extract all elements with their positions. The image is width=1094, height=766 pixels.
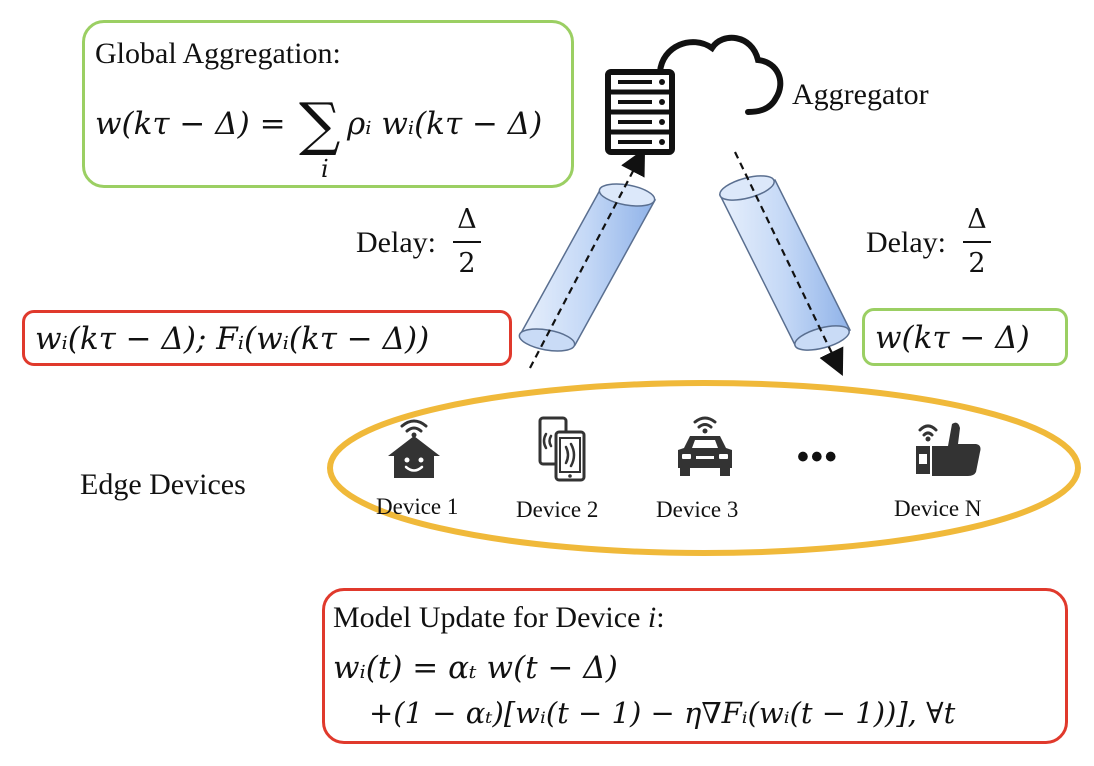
smart-wearable-icon: [916, 422, 981, 476]
more-devices-ellipsis: •••: [797, 438, 839, 476]
device-2-label: Device 2: [516, 497, 599, 522]
model-update-title-prefix: Model Update for Device: [333, 601, 648, 634]
aggregator-label: Aggregator: [792, 78, 929, 111]
delay-right-fraction-bar: [963, 241, 991, 243]
connected-car-icon: [678, 416, 732, 476]
smart-home-icon: [388, 419, 440, 478]
delay-left-denominator: 2: [458, 248, 476, 279]
sum-index: i: [321, 155, 329, 183]
delay-left-numerator: Δ: [457, 204, 477, 235]
download-message-box: w(kτ − Δ): [862, 308, 1068, 366]
download-message-text: w(kτ − Δ): [875, 320, 1030, 356]
global-aggregation-title: Global Aggregation:: [95, 37, 341, 70]
global-aggregation-rhs: ρᵢ wᵢ(kτ − Δ): [347, 106, 543, 142]
upload-arrow: [529, 148, 646, 369]
model-update-box: Model Update for Device i: wᵢ(t) = αₜ w(…: [322, 588, 1068, 744]
device-1-label: Device 1: [376, 494, 459, 519]
global-aggregation-box: Global Aggregation: w(kτ − Δ) = ∑ i ρᵢ w…: [82, 20, 574, 188]
upload-link-pipe: [518, 183, 657, 352]
edge-devices-label: Edge Devices: [80, 468, 246, 501]
model-update-title-suffix: :: [656, 601, 665, 634]
model-update-line-2: +(1 − αₜ)[wᵢ(t − 1) − η∇Fᵢ(wᵢ(t − 1))], …: [369, 696, 956, 730]
upload-message-box: wᵢ(kτ − Δ); Fᵢ(wᵢ(kτ − Δ)): [22, 310, 512, 366]
device-3-label: Device 3: [656, 497, 739, 522]
device-n-label: Device N: [894, 496, 982, 521]
server-cloud-icon: [605, 34, 784, 155]
delay-left-fraction-bar: [453, 241, 481, 243]
download-arrow: [734, 151, 844, 376]
edge-devices-ellipse: [327, 380, 1081, 556]
model-update-title-var: i: [647, 601, 657, 634]
delay-left-label: Delay:: [356, 226, 436, 259]
sum-symbol: ∑: [299, 90, 341, 158]
delay-right-label: Delay:: [866, 226, 946, 259]
delay-right-denominator: 2: [968, 248, 986, 279]
global-aggregation-lhs: w(kτ − Δ) =: [95, 106, 286, 142]
model-update-title: Model Update for Device i:: [333, 603, 665, 633]
delay-right-numerator: Δ: [967, 204, 987, 235]
upload-message-text: wᵢ(kτ − Δ); Fᵢ(wᵢ(kτ − Δ)): [35, 321, 430, 357]
model-update-line-1: wᵢ(t) = αₜ w(t − Δ): [333, 650, 618, 686]
download-link-pipe: [718, 175, 852, 351]
smartphone-icon: [538, 416, 586, 482]
